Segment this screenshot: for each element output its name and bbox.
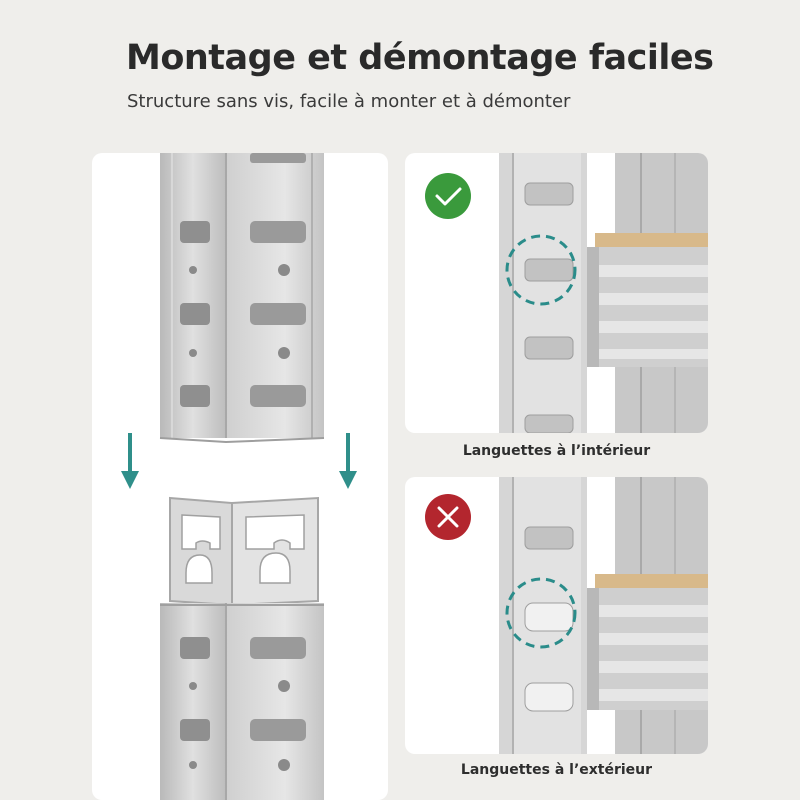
cross-icon bbox=[425, 494, 471, 540]
incorrect-example-panel bbox=[405, 477, 708, 754]
highlight-circle bbox=[505, 577, 577, 649]
lower-post bbox=[160, 603, 324, 800]
tabs-inside-illustration bbox=[425, 153, 708, 433]
check-icon bbox=[425, 173, 471, 219]
tabs-outside-illustration bbox=[425, 477, 708, 754]
page-title: Montage et démontage faciles bbox=[126, 38, 714, 78]
highlight-circle bbox=[505, 234, 577, 306]
post-assembly-illustration bbox=[121, 153, 357, 800]
page-subtitle: Structure sans vis, facile à monter et à… bbox=[127, 91, 571, 112]
caption-tabs-inside: Languettes à l’intérieur bbox=[462, 443, 651, 459]
lower-post-connector bbox=[169, 496, 319, 607]
caption-tabs-outside: Languettes à l’extérieur bbox=[460, 762, 653, 778]
assembly-illustration-panel bbox=[92, 153, 388, 800]
upper-post bbox=[159, 153, 325, 444]
correct-example-panel bbox=[405, 153, 708, 433]
down-arrow-icon bbox=[121, 433, 139, 489]
down-arrow-icon bbox=[339, 433, 357, 489]
